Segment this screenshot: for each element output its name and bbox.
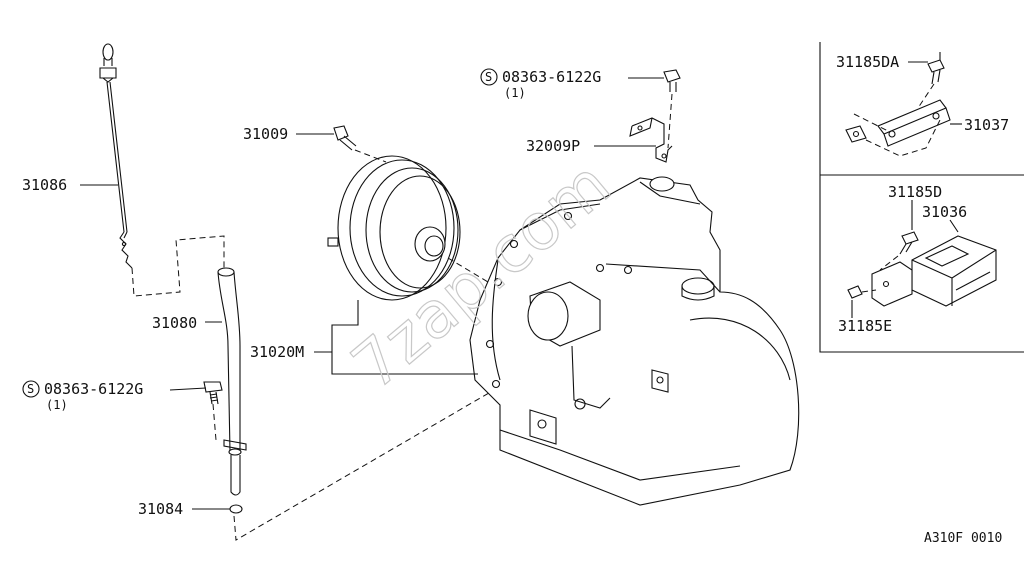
detail-panel-frame [819,42,1024,353]
torque-converter-drawing [327,149,489,301]
guide-tube-31080-drawing [212,267,247,496]
bracket-31037-drawing [845,52,962,157]
special-part-symbol: S [27,382,34,396]
figure-code: A310F 0010 [924,531,1002,546]
part-label-31037: 31037 [964,116,1009,134]
module-31036-drawing [847,200,997,318]
part-label-31086: 31086 [22,176,67,194]
part-label-31084: 31084 [138,500,183,518]
bolt-quantity: (1) [504,86,526,100]
bolt-31009-drawing [333,125,357,151]
part-label-31185da: 31185DA [836,53,899,71]
bolt-part-number: 08363-6122G [502,68,601,86]
bolt-part-number: 08363-6122G [44,380,143,398]
part-label-31185e: 31185E [838,317,892,335]
part-label-31036: 31036 [922,203,967,221]
bolt-quantity: (1) [46,398,68,412]
dipstick-31086-drawing [99,43,225,297]
part-label-31009: 31009 [243,125,288,143]
bracket-32009p-drawing [629,69,681,163]
o-ring-dash-link [233,339,581,541]
part-label-31080: 31080 [152,314,197,332]
transmission-case-drawing [469,176,800,506]
special-part-symbol-circle [480,68,498,86]
special-part-symbol-circle [22,380,40,398]
part-label-31020m: 31020M [250,343,304,361]
bolt-31080-drawing [203,381,223,405]
part-label-32009p: 32009P [526,137,580,155]
o-ring-31084-drawing [229,504,243,514]
part-label-31185d: 31185D [888,183,942,201]
special-part-symbol: S [485,70,492,84]
leader-lines [80,77,664,510]
